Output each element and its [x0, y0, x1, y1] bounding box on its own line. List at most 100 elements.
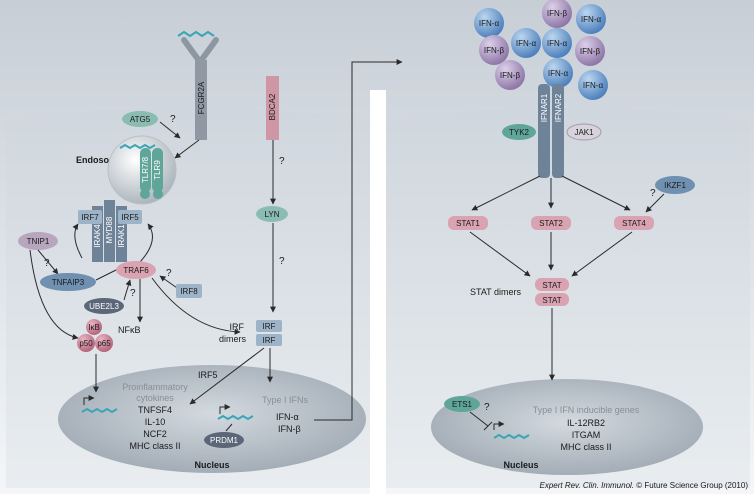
irf-dimers-label-1: IRF — [230, 322, 245, 332]
ube2l3-label: UBE2L3 — [89, 302, 119, 311]
lyn-node — [256, 206, 288, 222]
cytokines-title-1: Proinflammatory — [122, 382, 188, 392]
ube2l3-node — [84, 298, 124, 314]
ifn-beta-ball — [479, 35, 509, 65]
credit-line: Expert Rev. Clin. Immunol. © Future Scie… — [539, 481, 748, 490]
ifn-beta-label: IFN-β — [547, 9, 568, 18]
fcgr2a-label: FCGR2A — [197, 81, 206, 114]
ifn-alpha-ball — [511, 28, 541, 58]
tyk2-node — [502, 124, 536, 140]
nfkb-label: NFκB — [118, 325, 141, 335]
stat-dimers-label: STAT dimers — [470, 287, 522, 297]
question-mark: ? — [170, 114, 176, 125]
left-nucleus-label: Nucleus — [194, 460, 229, 470]
question-mark: ? — [166, 268, 172, 279]
ifn-alpha-ball — [474, 8, 504, 38]
ifn-alpha-label: IFN-α — [547, 39, 568, 48]
prdm1-label: PRDM1 — [210, 436, 239, 445]
traf6-node — [116, 261, 156, 279]
ifn-alpha-label: IFN-α — [516, 39, 537, 48]
ifn-beta-label: IFN-β — [580, 47, 601, 56]
irf7-label: IRF7 — [81, 213, 99, 222]
ifn-alpha-ball — [578, 70, 608, 100]
atg5-node — [122, 111, 158, 127]
irf8-label: IRF8 — [180, 287, 198, 296]
question-mark: ? — [130, 288, 136, 299]
ifn-beta-label: IFN-β — [500, 71, 521, 80]
question-mark: ? — [484, 402, 490, 413]
question-mark: ? — [279, 156, 285, 167]
ifn-alpha-ball — [542, 28, 572, 58]
question-mark: ? — [279, 256, 285, 267]
irf5-box-label: IRF5 — [121, 213, 139, 222]
tlr9-label: TLR9 — [153, 160, 162, 180]
tnfaip3-label: TNFAIP3 — [52, 278, 85, 287]
tyk2-label: TYK2 — [509, 128, 530, 137]
irf8-box — [176, 284, 202, 298]
ifn-beta-ball — [495, 60, 525, 90]
dna-right — [493, 433, 530, 440]
irf-dimer-box-2 — [256, 334, 282, 346]
ifnar2-label: IFNAR2 — [554, 93, 563, 122]
ifnar1-label: IFNAR1 — [540, 93, 549, 122]
ifn-beta-label: IFN-β — [484, 46, 505, 55]
ifn-beta-ball — [575, 36, 605, 66]
question-mark: ? — [44, 258, 50, 269]
ikzf1-node — [655, 176, 695, 194]
cytokines-title-2: cytokines — [136, 393, 174, 403]
tnip1-node — [18, 232, 58, 250]
gene-item: MHC class II — [560, 442, 611, 452]
cytokine-item: NCF2 — [143, 429, 167, 439]
ifn-alpha-label: IFN-α — [583, 81, 604, 90]
irak1-label: IRAK1 — [117, 224, 126, 248]
p50-node — [77, 334, 95, 352]
ikb-label: IκB — [88, 323, 100, 332]
left-nucleus — [58, 365, 366, 473]
irf-dimer-label-2: IRF — [263, 336, 276, 345]
lyn-label: LYN — [265, 210, 280, 219]
cytokine-item: MHC class II — [129, 441, 180, 451]
irf5-label: IRF5 — [198, 370, 218, 380]
tnfaip3-node — [40, 273, 96, 291]
irf7-box — [78, 210, 102, 224]
right-nucleus-label: Nucleus — [503, 460, 538, 470]
genes-title: Type I IFN inducible genes — [533, 405, 640, 415]
irak4-label: IRAK4 — [93, 224, 102, 248]
irf-dimers-label-2: dimers — [219, 334, 247, 344]
ifn-secretion-arrow — [314, 59, 403, 421]
stat-dimer-box-2 — [535, 293, 569, 306]
credit-journal: Expert Rev. Clin. Immunol. — [539, 481, 634, 490]
tnip1-label: TNIP1 — [27, 237, 50, 246]
ifn-title: Type I IFNs — [262, 395, 309, 405]
irf-dimer-label-1: IRF — [263, 322, 276, 331]
tlr-complex: TLR7/8 TLR9 — [140, 148, 163, 199]
gene-item: IL-12RB2 — [567, 418, 605, 428]
atg5-label: ATG5 — [130, 115, 151, 124]
fcgr2a-receptor: FCGR2A — [177, 30, 219, 140]
myd88-label: MYD88 — [105, 216, 114, 243]
stat1-box — [448, 216, 488, 230]
cytokine-item: TNFSF4 — [138, 405, 172, 415]
credit-rest: © Future Science Group (2010) — [636, 481, 748, 490]
ifn-alpha-ball — [576, 4, 606, 34]
traf6-label: TRAF6 — [123, 266, 149, 275]
cytokine-item: IL-10 — [145, 417, 166, 427]
stat4-label: STAT4 — [622, 219, 646, 228]
myd88-irak-complex: IRAK4 MYD88 IRAK1 — [92, 200, 127, 262]
stat4-box — [614, 216, 654, 230]
ifn-beta-ball — [542, 0, 572, 28]
stat-dimer-label-1: STAT — [542, 281, 561, 290]
tnfaip3-inhibit — [95, 268, 119, 281]
ifn-alpha-ball — [543, 58, 573, 88]
ifn-item: IFN-α — [276, 412, 299, 422]
ifnar-receptor: IFNAR1 IFNAR2 — [538, 84, 564, 178]
jak1-node — [566, 123, 602, 141]
ets1-label: ETS1 — [452, 400, 473, 409]
ets1-node — [444, 396, 480, 412]
stat-dimer-box-1 — [535, 278, 569, 291]
ikzf1-label: IKZF1 — [664, 181, 686, 190]
endosome-label: Endosome — [76, 155, 122, 165]
stat2-box — [531, 216, 571, 230]
irf-dimer-box-1 — [256, 320, 282, 332]
